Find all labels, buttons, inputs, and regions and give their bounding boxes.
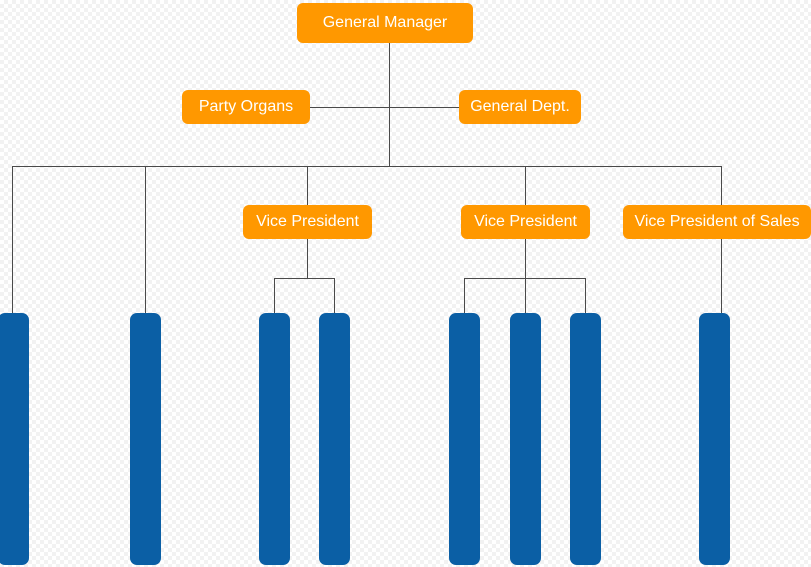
node-vice-president-1-label: Vice President [256,213,359,230]
node-general-manager[interactable]: General Manager [297,3,473,43]
node-legal-affairs-dept[interactable]: Legal Affairs Dept. [319,313,350,565]
connector-drop-manufacturing-2 [525,278,526,314]
node-vice-president-of-sales[interactable]: Vice President of Sales [623,205,811,239]
node-general-dept[interactable]: General Dept. [459,90,581,124]
node-general-manager-label: General Manager [322,14,448,31]
connector-main-bus [12,166,722,167]
connector-vp1-stem [307,238,308,279]
connector-vp1-subbus [274,278,335,279]
node-research-development-dept[interactable]: Research & Development Dept. [0,313,29,565]
connector-drop-financial [145,166,146,314]
connector-drop-legal-affairs [334,278,335,314]
connector-gm-vertical [389,42,390,166]
connector-general-dept-horizontal [389,107,459,108]
node-vice-president-1[interactable]: Vice President [243,205,372,239]
node-sales-management-dept[interactable]: Sales & Management Dept. [699,313,730,565]
node-vice-president-of-sales-label: Vice President of Sales [634,213,800,230]
connector-drop-research-development [12,166,13,314]
connector-drop-manufacturing-1 [464,278,465,314]
connector-party-organs-horizontal [310,107,390,108]
node-manufacturing-dept-1[interactable]: Manufacturing Dept. 1 [449,313,480,565]
connector-drop-vice-president-1 [307,166,308,206]
node-vice-president-2-label: Vice President [474,213,577,230]
node-human-resource-dept[interactable]: Human Resource Dept. [259,313,290,565]
node-party-organs-label: Party Organs [198,98,294,115]
node-manufacturing-dept-2[interactable]: Manufacturing Dept. 2 [510,313,541,565]
node-vice-president-2[interactable]: Vice President [461,205,590,239]
connector-drop-quality-safety [585,278,586,314]
node-quality-safety-dept[interactable]: Quality & Safety Dept. [570,313,601,565]
connector-drop-vice-president-2 [525,166,526,206]
node-general-dept-label: General Dept. [470,98,570,115]
connector-drop-human-resource [274,278,275,314]
node-party-organs[interactable]: Party Organs [182,90,310,124]
node-financial-dept[interactable]: Financial Dept. [130,313,161,565]
connector-vp2-subbus [464,278,585,279]
connector-drop-vice-president-of-sales [721,166,722,314]
connector-vp2-stem [525,238,526,279]
